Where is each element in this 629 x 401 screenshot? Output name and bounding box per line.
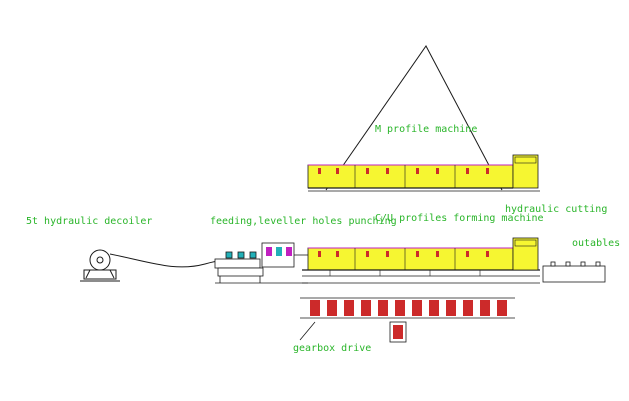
feeding-label: feeding,leveller holes punching	[210, 216, 397, 227]
forming-label: C/U profiles forming machine	[375, 213, 544, 224]
cu-machine-legs	[329, 270, 481, 276]
hydraulic-cutter	[512, 237, 539, 271]
m-machine-cutter	[512, 154, 539, 189]
gearbox-units	[310, 300, 507, 316]
leader-triangle	[325, 45, 503, 191]
decoiler-label: 5t hydraulic decoiler	[26, 216, 153, 227]
outtables-label: outables	[572, 238, 621, 249]
out-tables	[542, 261, 606, 283]
cu-machine-rollers	[318, 251, 489, 257]
cu-machine-stations	[354, 248, 456, 270]
gearbox-drive	[299, 297, 515, 343]
gearbox-label: gearbox drive	[293, 343, 372, 354]
cu-forming-machine	[302, 237, 540, 284]
feeding-unit	[214, 242, 308, 284]
m-profile-machine	[307, 45, 540, 192]
m-machine-rollers	[318, 168, 489, 174]
strip-sag	[109, 253, 221, 268]
m-profile-label: M profile machine	[375, 124, 478, 135]
cutting-label: hydraulic cutting	[505, 204, 608, 215]
m-machine-stations	[354, 165, 456, 188]
decoiler	[80, 249, 221, 282]
